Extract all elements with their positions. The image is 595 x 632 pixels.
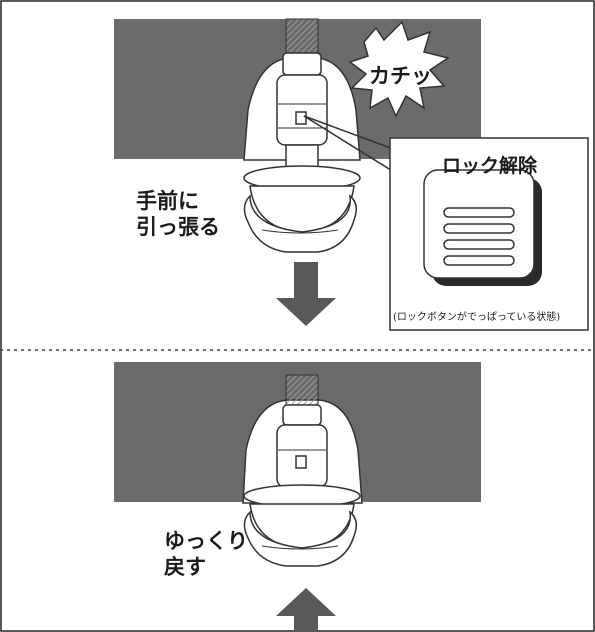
step2-illustration: [114, 362, 481, 632]
pull-down-arrow-icon: [276, 262, 336, 326]
hand-icon-2: [243, 510, 357, 567]
bulb-body: [276, 74, 328, 146]
step1-label-line1: 手前に: [136, 189, 199, 213]
push-up-arrow-icon: [276, 588, 336, 632]
socket-thread-2: [285, 374, 319, 406]
callout-title: ロック解除: [442, 155, 538, 177]
step1-label: 手前に 引っ張る: [136, 188, 220, 240]
step2-label-line1: ゆっくり: [164, 529, 248, 553]
step1-label-line2: 引っ張る: [136, 215, 220, 239]
step2-label: ゆっくり 戻す: [164, 528, 248, 580]
step2-label-line2: 戻す: [164, 555, 206, 579]
hand-icon: [243, 194, 357, 253]
step1-illustration: [114, 18, 589, 331]
socket-thread: [285, 18, 319, 54]
bulb-base: [282, 52, 322, 76]
callout-caption: (ロックボタンがでっぱっている状態): [393, 312, 561, 323]
lock-button-small: [295, 111, 307, 125]
sound-burst-icon: [348, 20, 450, 118]
sound-effect-text: カチッ: [369, 64, 432, 88]
